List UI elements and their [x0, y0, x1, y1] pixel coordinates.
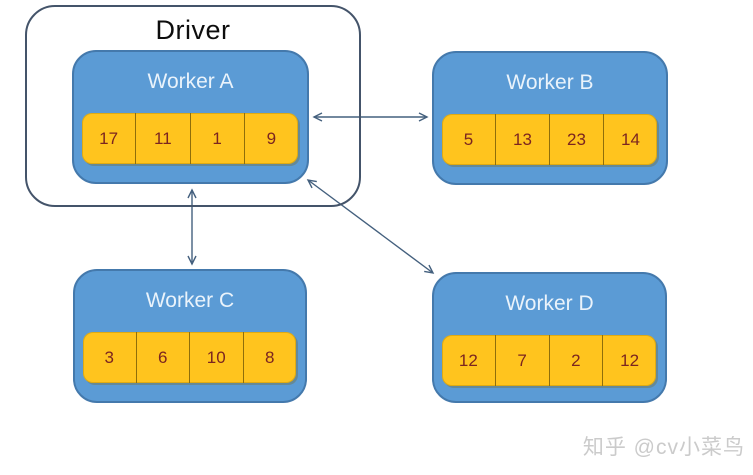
array-cell: 8 [265, 347, 275, 367]
array-cell: 1 [191, 113, 245, 164]
array-cell: 12 [620, 350, 640, 370]
worker-d-title: Worker D [505, 292, 594, 315]
array-cell: 9 [266, 128, 277, 148]
worker-b-box: Worker B 5 13 23 14 [432, 51, 668, 185]
worker-c-box: Worker C 3 6 10 8 [73, 269, 307, 403]
worker-b-title: Worker B [506, 71, 594, 94]
array-cell: 23 [550, 114, 604, 165]
worker-b-array: 5 13 23 14 [442, 114, 657, 165]
worker-c-array: 3 6 10 8 [83, 332, 296, 383]
worker-a-box: Worker A 17 11 1 9 [72, 50, 309, 184]
array-cell: 10 [190, 332, 244, 383]
array-cell: 11 [136, 113, 191, 164]
worker-c-title: Worker C [145, 289, 235, 312]
array-cell: 13 [496, 114, 550, 165]
array-cell: 3 [83, 332, 137, 383]
array-cell: 5 [442, 114, 496, 165]
array-cell: 12 [442, 335, 496, 386]
array-cell: 6 [137, 332, 190, 383]
driver-box: Driver [25, 5, 361, 207]
array-cell: 14 [621, 129, 640, 149]
worker-a-array: 17 11 1 9 [82, 113, 298, 164]
worker-d-box: Worker D 12 7 2 12 [432, 272, 667, 403]
worker-a-title: Worker A [147, 70, 234, 93]
worker-d-array: 12 7 2 12 [442, 335, 656, 386]
array-cell: 7 [496, 335, 550, 386]
array-cell: 2 [550, 335, 604, 386]
driver-label: Driver [155, 15, 231, 45]
watermark-text: 知乎 @cv小菜鸟 [582, 436, 745, 459]
array-cell: 17 [82, 113, 137, 164]
